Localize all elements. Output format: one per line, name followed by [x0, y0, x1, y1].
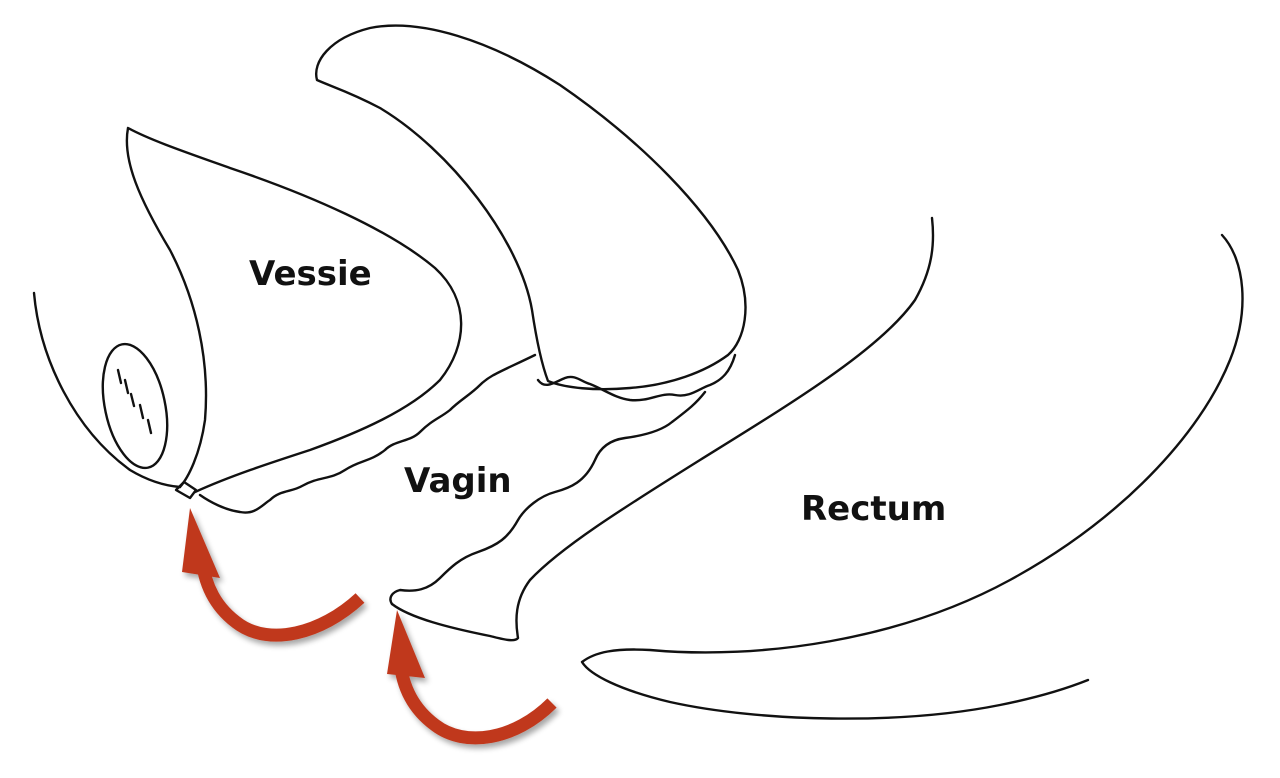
curved-arrow-icon — [182, 508, 365, 642]
bladder-outline — [125, 126, 463, 494]
label-bladder: Vessie — [249, 254, 372, 294]
pubic-bone-oval — [101, 342, 169, 470]
curved-arrow-icon — [387, 610, 557, 745]
pubic-hatch-marks — [116, 368, 153, 435]
label-vagina: Vagin — [404, 461, 512, 501]
label-rectum: Rectum — [801, 489, 946, 529]
pubic-outline — [32, 291, 182, 489]
urethral-meatus — [174, 480, 198, 500]
uterus-outline — [314, 24, 747, 391]
vagina-posterior-wall — [389, 353, 737, 606]
rectum-outline — [580, 233, 1244, 720]
vagina-introitus — [390, 216, 935, 642]
vagina-anterior-wall — [198, 353, 537, 514]
